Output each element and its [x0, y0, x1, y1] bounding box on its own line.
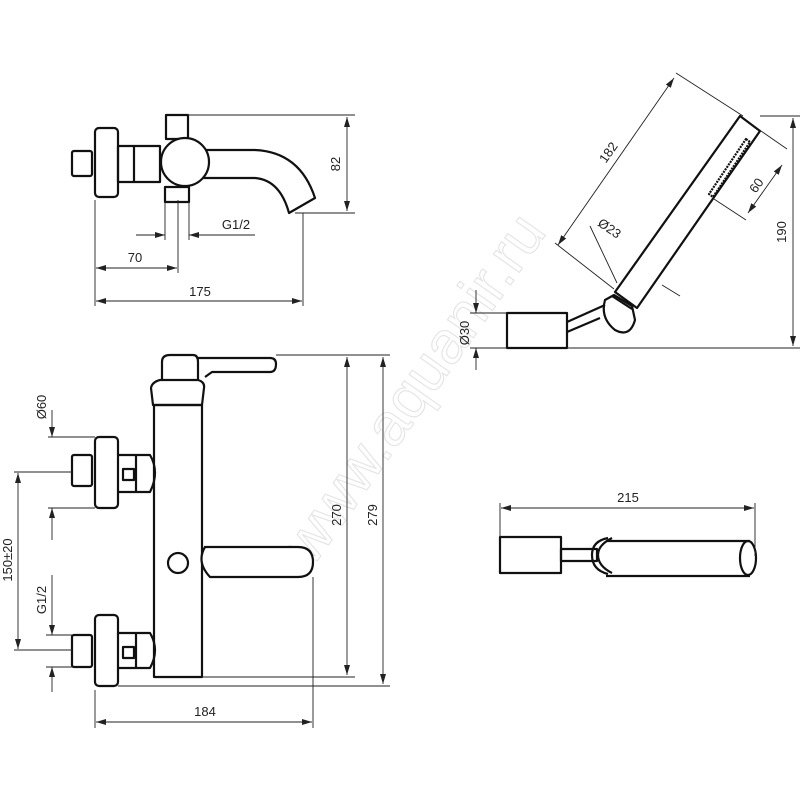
dim-d60: Ø60 [34, 395, 49, 420]
hand-shower-top-outline [498, 535, 758, 578]
mixer-front-outline [70, 353, 315, 688]
dim-g12: G1/2 [34, 586, 49, 614]
dimension-lines [94, 114, 355, 306]
dim-270: 270 [329, 504, 344, 526]
dim-g12: G1/2 [222, 217, 250, 232]
dim-82: 82 [328, 157, 343, 171]
dim-182: 182 [596, 139, 621, 165]
dim-184: 184 [194, 704, 216, 719]
dim-175: 175 [189, 284, 211, 299]
side-view: 82 G1/2 70 175 [70, 113, 355, 306]
dimension-lines [499, 503, 756, 556]
front-view: Ø60 150±20 G1/2 270 279 184 [0, 353, 390, 728]
hand-shower-top-view: 215 [498, 490, 758, 578]
dim-215: 215 [617, 490, 639, 505]
dim-d23: Ø23 [595, 215, 624, 241]
dimension-lines [470, 72, 800, 370]
dim-150-20: 150±20 [0, 538, 15, 581]
dim-279: 279 [365, 504, 380, 526]
mixer-side-outline [70, 113, 317, 215]
dim-190: 190 [774, 221, 789, 243]
dim-70: 70 [128, 250, 142, 265]
dimension-lines [14, 354, 390, 728]
dim-d30: Ø30 [457, 321, 472, 346]
watermark: www.aquanir.ru [268, 201, 559, 576]
dim-60: 60 [746, 175, 767, 195]
